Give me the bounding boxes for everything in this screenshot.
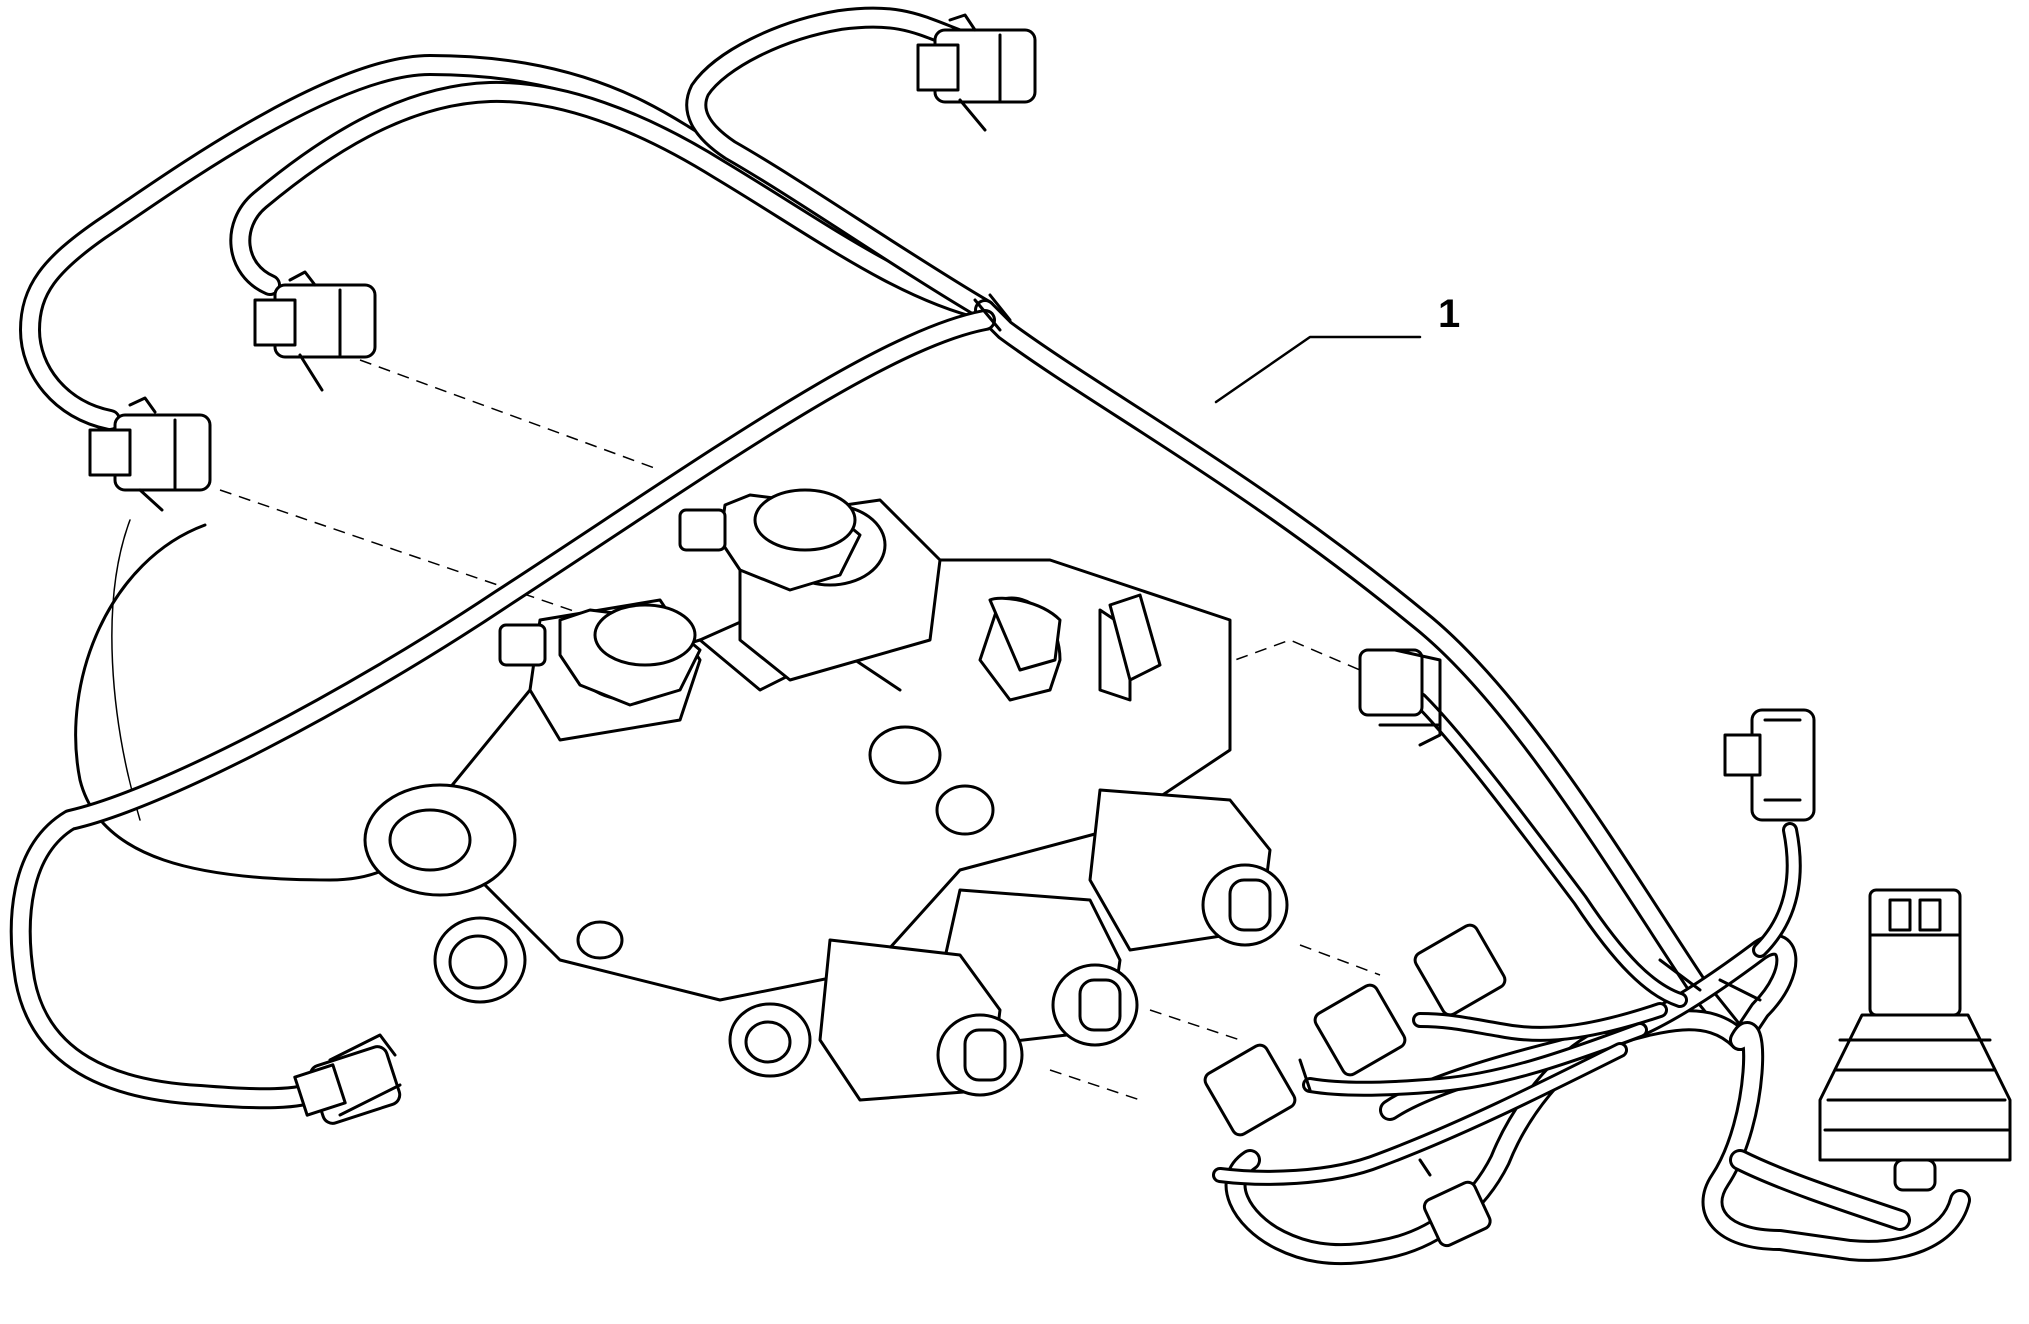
alignment-lines <box>219 359 1381 1101</box>
connector-bottom-right <box>1203 923 1507 1248</box>
sensors <box>498 488 1162 707</box>
accumulator-outline <box>74 519 402 882</box>
connector-right-tall <box>1723 708 1816 822</box>
connector-bottom-left <box>293 1033 402 1125</box>
connector-multipin <box>1818 888 2012 1192</box>
callout-label-1: 1 <box>1438 292 1461 336</box>
callout-leader-1 <box>1214 335 1422 404</box>
connector-left-lower <box>88 396 212 512</box>
harness-sleeves <box>973 293 1762 1177</box>
solenoid-valves <box>818 788 1289 1102</box>
connector-top-center <box>916 13 1037 132</box>
harness-branches <box>1212 692 1802 1186</box>
connector-right-upper <box>1358 648 1442 747</box>
connector-left-upper <box>253 270 377 392</box>
